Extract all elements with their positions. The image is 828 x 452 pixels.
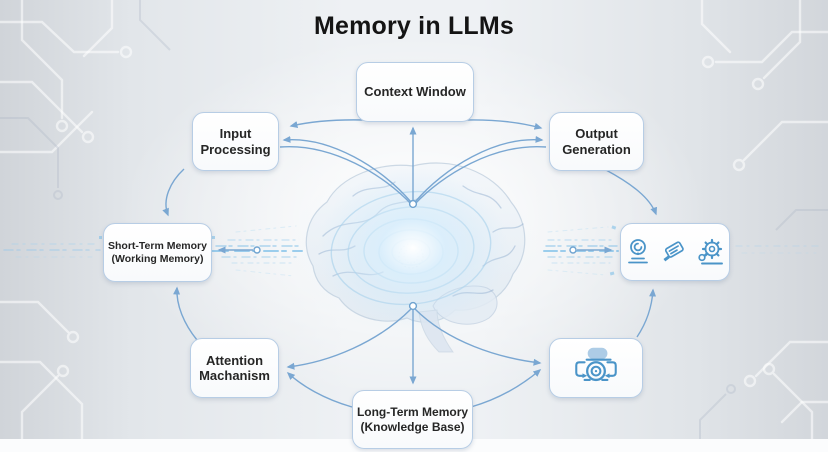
- arrow-context-window-to-output-generation: [464, 119, 543, 130]
- node-dot-right: [569, 246, 577, 254]
- node-context-window: Context Window: [356, 62, 474, 122]
- node-label: Machanism: [199, 368, 270, 383]
- node-dot-left: [253, 246, 261, 254]
- node-attention-mechanism: Attention Machanism: [190, 338, 279, 398]
- node-label: Output: [575, 126, 618, 142]
- arrow-long-term-memory-to-memory-capture: [470, 369, 542, 408]
- node-output-generation: Output Generation: [549, 112, 644, 171]
- node-label: Short-Term Memory: [108, 240, 207, 253]
- node-label: Context Window: [364, 84, 466, 100]
- arrow-memory-capture-to-retrieval-tools: [636, 288, 657, 338]
- node-sublabel: (Working Memory): [111, 252, 204, 265]
- brain-glow: [318, 168, 508, 328]
- node-label: Generation: [562, 141, 631, 157]
- node-label: Processing: [200, 141, 271, 157]
- node-label: Attention: [205, 352, 264, 368]
- turntable-icon: [628, 239, 648, 264]
- tag-icon: [663, 241, 684, 262]
- arrow-input-processing-to-short-term-memory: [162, 168, 185, 217]
- node-input-processing: Input Processing: [192, 112, 279, 171]
- arrow-attention-to-short-term-memory: [173, 286, 198, 341]
- node-retrieval-tools: [620, 223, 730, 281]
- node-memory-capture: [549, 338, 643, 398]
- page-title: Memory in LLMs: [313, 12, 515, 40]
- gear-magnifier-icon: [698, 238, 723, 265]
- node-long-term-memory: Long-Term Memory (Knowledge Base): [352, 390, 473, 449]
- arrow-long-term-memory-to-attention: [286, 371, 353, 408]
- node-short-term-memory: Short-Term Memory (Working Memory): [103, 223, 212, 282]
- camera-sync-icon: [575, 347, 617, 382]
- arrow-context-window-to-input-processing: [289, 119, 365, 128]
- node-label: Long-Term Memory: [356, 405, 469, 420]
- node-sublabel: (Knowledge Base): [360, 419, 465, 434]
- arrow-output-generation-to-retrieval-tools: [605, 169, 657, 216]
- node-label: Input: [219, 126, 252, 142]
